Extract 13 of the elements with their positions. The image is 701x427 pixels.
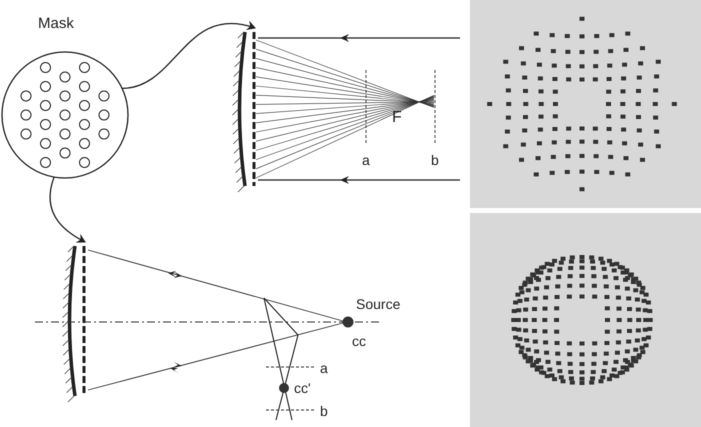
curved-arrow xyxy=(50,176,86,243)
source-label: Source xyxy=(356,296,400,312)
plane-label: a xyxy=(320,360,328,376)
point-label: cc xyxy=(352,333,366,349)
plane-label: b xyxy=(320,403,328,419)
mirror-with-mask-drawing xyxy=(62,246,86,402)
plane-label: b xyxy=(431,152,439,168)
mask-title: Mask xyxy=(38,16,74,32)
focus-label: F xyxy=(392,110,402,126)
mirror-with-mask-drawing xyxy=(232,32,256,192)
plane-label: a xyxy=(362,152,370,168)
curved-arrow xyxy=(122,21,256,90)
point-label: cc' xyxy=(294,380,311,396)
